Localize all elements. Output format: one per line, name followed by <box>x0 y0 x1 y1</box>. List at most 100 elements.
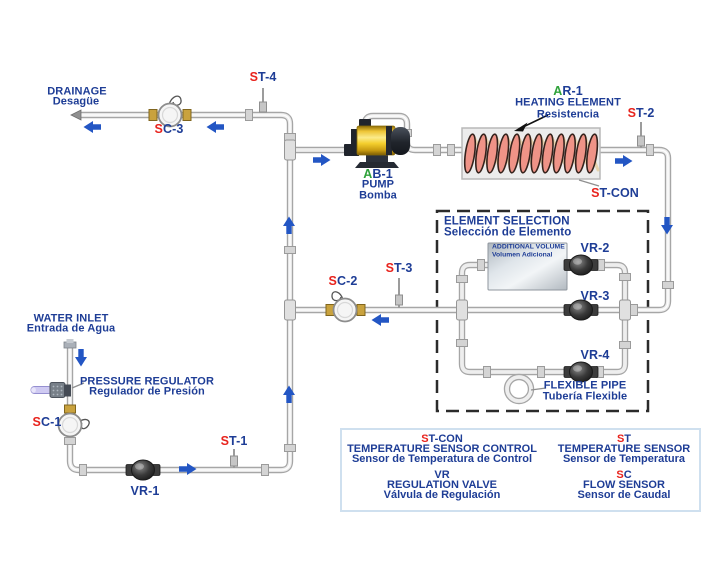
legend-en-vr: REGULATION VALVE <box>387 479 497 491</box>
legend-en-st-con: TEMPERATURE SENSOR CONTROL <box>347 443 537 455</box>
flexible-pipe-label-es: Tubería Flexible <box>542 390 628 403</box>
temperature-sensor-st4 <box>259 88 267 113</box>
water-inlet-label-es: Entrada de Agua <box>26 322 116 335</box>
sc3-label-prefix: S <box>154 121 163 136</box>
legend-entry-st-con: ST-CON TEMPERATURE SENSOR CONTROL Sensor… <box>332 433 552 465</box>
element-selection-label-es: Selección de Elemento <box>444 226 572 239</box>
regulation-valve-vr1 <box>125 459 161 481</box>
st3-label-rest: T-3 <box>394 260 413 275</box>
ab1-label: AB-1 <box>363 168 393 181</box>
flow-sensor-sc2 <box>331 291 358 323</box>
heating-element <box>461 127 601 180</box>
water-inlet-label-en: WATER INLET <box>33 312 109 325</box>
st4-label-rest: T-4 <box>258 69 277 84</box>
vr2-label: VR-2 <box>580 240 610 255</box>
st-con-label-rest: T-CON <box>599 185 639 200</box>
water-inlet-cap <box>63 339 77 349</box>
heating-element-label-en: HEATING ELEMENT <box>515 96 621 109</box>
legend-code-prefix: S <box>421 433 429 445</box>
st1-label: ST-1 <box>221 435 248 448</box>
legend-code-rest: VR <box>434 469 450 481</box>
st1-label-prefix: S <box>220 433 230 448</box>
flow-arrow-right <box>615 155 633 167</box>
st2-label: ST-2 <box>628 107 655 120</box>
regulation-valve-vr3 <box>563 299 599 321</box>
st-con-label-prefix: S <box>591 185 600 200</box>
legend-code-st: ST <box>514 433 723 445</box>
flow-arrow-left <box>206 121 224 133</box>
st3-label-prefix: S <box>385 260 395 275</box>
st-con-leader-line <box>578 179 600 187</box>
sc2-label-prefix: S <box>328 273 337 288</box>
vr4-label: VR-4 <box>580 347 610 362</box>
st2-label-rest: T-2 <box>636 105 655 120</box>
legend-code-sc: SC <box>514 469 723 481</box>
additional-volume-label-en: ADDITIONAL VOLUME <box>492 243 565 251</box>
sc1-label-rest: C-1 <box>40 414 62 429</box>
pressure-regulator-label-es: Regulador de Presión <box>89 385 205 398</box>
legend-entry-sc: SC FLOW SENSOR Sensor de Caudal <box>514 469 723 501</box>
legend-es-sc: Sensor de Caudal <box>577 489 671 501</box>
st-con-label: ST-CON <box>591 187 639 200</box>
ar1-label: AR-1 <box>553 85 583 98</box>
sc2-label-rest: C-2 <box>336 273 358 288</box>
ab1-label-prefix: A <box>363 166 373 181</box>
pressure-regulator-leader-line <box>71 382 85 389</box>
legend-es-st: Sensor de Temperatura <box>562 453 686 465</box>
legend-code-prefix: S <box>616 433 625 445</box>
flow-arrow-right <box>313 154 331 166</box>
legend-box: ST-CON TEMPERATURE SENSOR CONTROL Sensor… <box>340 428 701 512</box>
sc3-label-rest: C-3 <box>162 121 184 136</box>
drainage-label-en: DRAINAGE <box>47 85 107 98</box>
temperature-sensor-st3 <box>395 278 403 308</box>
sc1-label-prefix: S <box>32 414 41 429</box>
legend-code-rest: T-CON <box>428 433 463 445</box>
flow-sensor-sc1 <box>57 412 90 438</box>
st4-label: ST-4 <box>250 71 277 84</box>
heating-element-pointer-arrow <box>514 114 549 132</box>
temperature-sensor-st2 <box>637 122 645 148</box>
regulation-valve-vr2 <box>563 254 599 276</box>
st2-label-prefix: S <box>627 105 637 120</box>
regulation-valve-vr4 <box>563 361 599 383</box>
pump-label-en: PUMP <box>361 178 395 191</box>
legend-code-vr: VR <box>332 469 552 481</box>
legend-entry-st: ST TEMPERATURE SENSOR Sensor de Temperat… <box>514 433 723 465</box>
element-selection-label-en: ELEMENT SELECTION <box>444 215 570 228</box>
st1-label-rest: T-1 <box>229 433 248 448</box>
ar1-label-prefix: A <box>553 83 563 98</box>
pressure-regulator <box>30 382 71 398</box>
st3-label: ST-3 <box>386 262 413 275</box>
pressure-regulator-label-en: PRESSURE REGULATOR <box>79 375 215 388</box>
additional-volume-label-es: Volumen Adicional <box>492 251 553 259</box>
temperature-sensor-st1 <box>230 449 238 468</box>
legend-es-vr: Válvula de Regulación <box>383 489 501 501</box>
legend-code-rest: T <box>624 433 632 445</box>
ar1-label-rest: R-1 <box>562 83 583 98</box>
flexible-pipe-leader-line <box>530 387 547 391</box>
legend-code-st-con: ST-CON <box>332 433 552 445</box>
sc2-label: SC-2 <box>329 275 358 288</box>
flow-sensor-sc3 <box>157 95 183 128</box>
flow-arrow-left <box>371 314 389 326</box>
legend-en-sc: FLOW SENSOR <box>583 479 665 491</box>
heating-element-label-es: Resistencia <box>536 108 600 121</box>
st4-label-prefix: S <box>249 69 259 84</box>
ab1-label-rest: B-1 <box>372 166 393 181</box>
sc3-label: SC-3 <box>155 123 184 136</box>
legend-code-prefix: S <box>616 469 624 481</box>
vr3-label: VR-3 <box>580 288 610 303</box>
legend-en-st: TEMPERATURE SENSOR <box>557 443 691 455</box>
legend-entry-vr: VR REGULATION VALVE Válvula de Regulació… <box>332 469 552 501</box>
pump <box>344 119 410 168</box>
flexible-pipe-label-en: FLEXIBLE PIPE <box>543 379 627 392</box>
vr1-label: VR-1 <box>130 483 160 498</box>
flow-arrow-left <box>83 121 101 133</box>
legend-code-rest: C <box>623 469 632 481</box>
pipe-fittings <box>64 109 674 476</box>
flow-arrow-down <box>75 349 87 367</box>
sc1-label: SC-1 <box>33 416 62 429</box>
legend-es-st-con: Sensor de Temperatura de Control <box>351 453 533 465</box>
